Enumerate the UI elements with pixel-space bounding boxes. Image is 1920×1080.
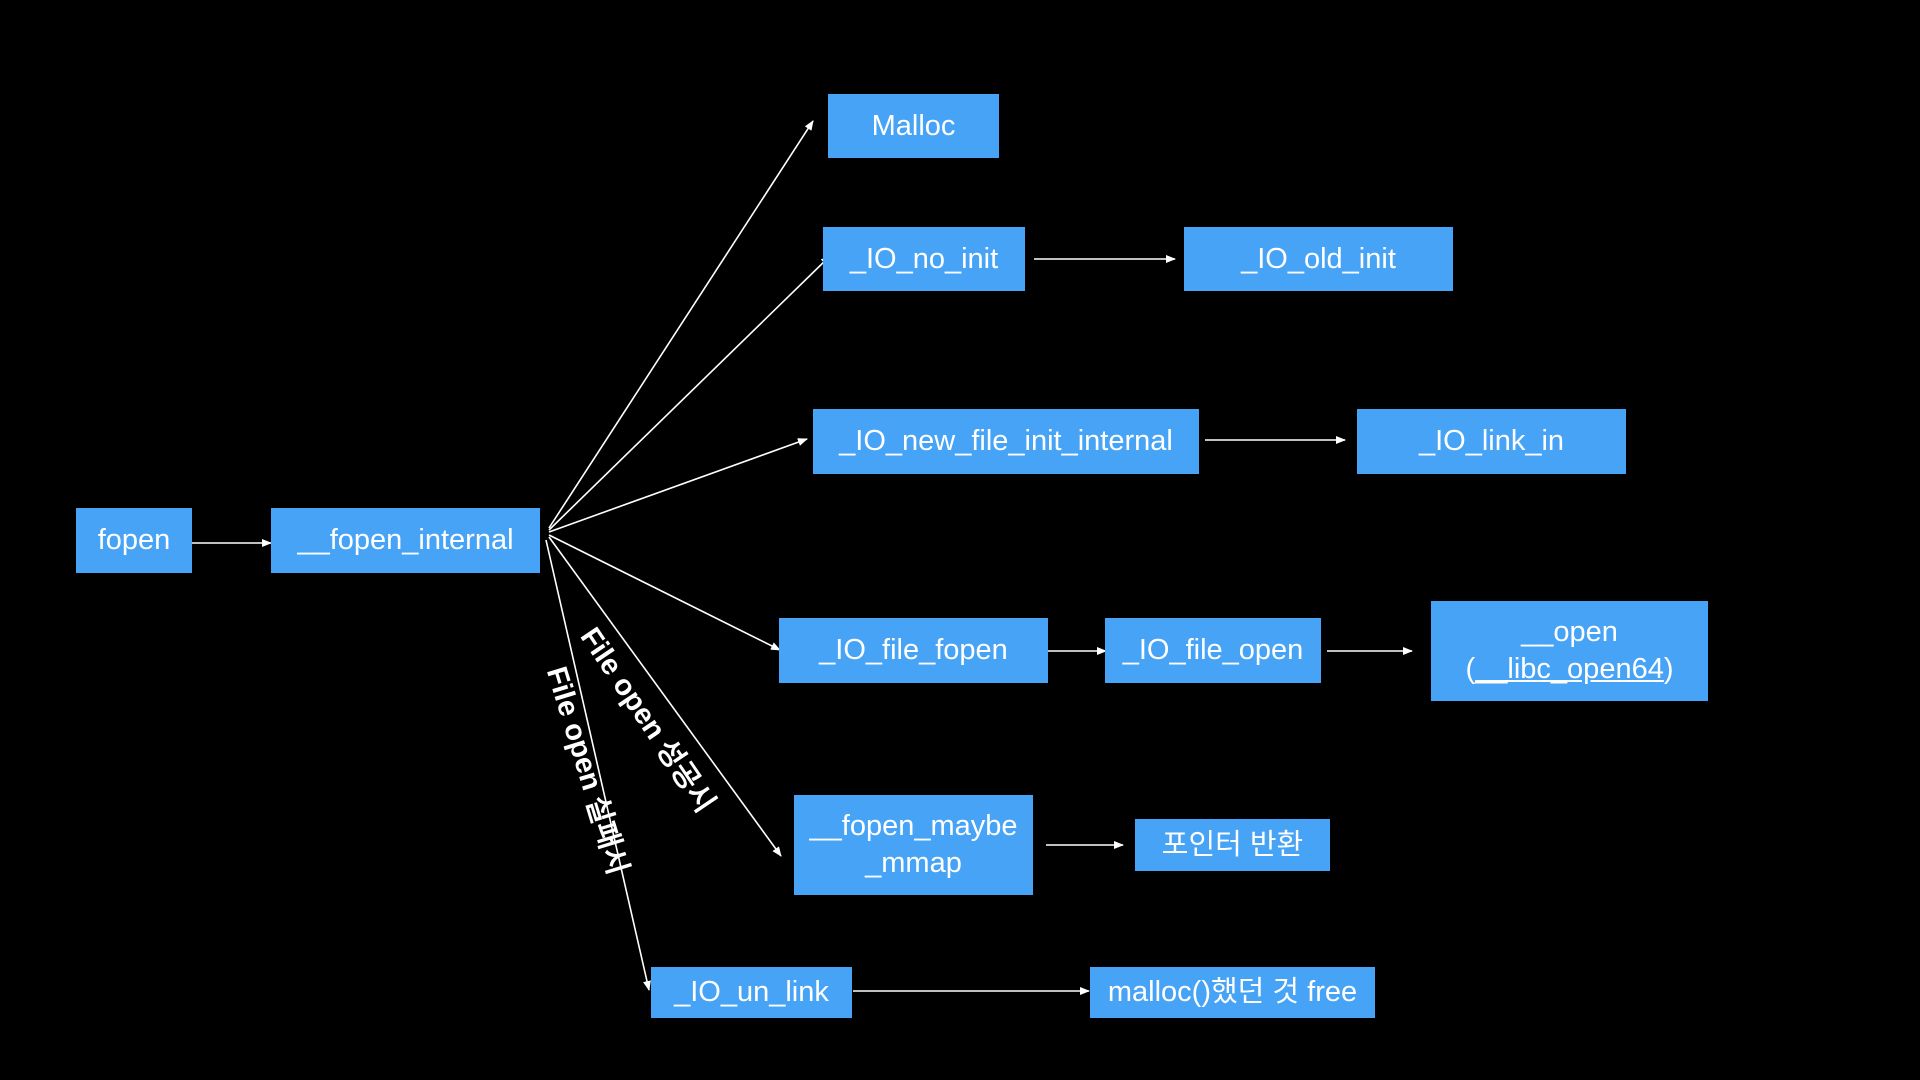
node-io-un-link-label: _IO_un_link — [674, 976, 829, 1008]
edge-fopen-internal-to-io-un-link — [545, 539, 651, 991]
node-return-pointer: 포인터 반환 — [1135, 819, 1330, 871]
edge-fopen-internal-to-io-new-file-init-internal — [548, 438, 808, 533]
node-io-old-init: _IO_old_init — [1184, 227, 1453, 291]
node-open-paren-open: ( — [1465, 653, 1476, 685]
node-malloc-free: malloc()했던 것 free — [1090, 967, 1375, 1018]
node-io-no-init: _IO_no_init — [823, 227, 1025, 291]
node-io-file-fopen-label: _IO_file_fopen — [819, 634, 1008, 666]
node-io-link-in-label: _IO_link_in — [1418, 425, 1565, 457]
node-io-file-open-label: _IO_file_open — [1122, 634, 1304, 666]
node-fopen: fopen — [76, 508, 192, 573]
node-io-old-init-label: _IO_old_init — [1241, 242, 1396, 275]
node-malloc-free-label: malloc()했던 것 free — [1107, 976, 1358, 1008]
node-io-no-init-label: _IO_no_init — [849, 242, 999, 275]
node-open-line1: __open — [1521, 616, 1618, 648]
node-io-new-file-init-internal: _IO_new_file_init_internal — [813, 409, 1199, 474]
node-fopen-internal-label: __fopen_internal — [297, 524, 514, 556]
node-fopen-internal: __fopen_internal — [271, 508, 540, 573]
node-io-file-fopen: _IO_file_fopen — [779, 618, 1048, 683]
edge-fopen-internal-to-io-file-fopen — [548, 534, 781, 651]
node-malloc: Malloc — [828, 94, 999, 158]
node-io-link-in: _IO_link_in — [1357, 409, 1626, 474]
node-fopen-maybe-mmap-line1: __fopen_maybe — [809, 810, 1018, 842]
edge-fopen-internal-to-fopen-maybe-mmap — [548, 536, 782, 857]
node-open: __open (__libc_open64) — [1431, 601, 1708, 701]
node-io-new-file-init-internal-label: _IO_new_file_init_internal — [839, 425, 1173, 457]
node-return-pointer-label: 포인터 반환 — [1161, 828, 1304, 861]
node-open-line2: (__libc_open64) — [1465, 651, 1673, 688]
node-open-paren-close: ) — [1663, 653, 1674, 685]
node-fopen-maybe-mmap: __fopen_maybe _mmap — [794, 795, 1033, 895]
node-fopen-maybe-mmap-line2: _mmap — [865, 847, 962, 879]
node-malloc-label: Malloc — [871, 109, 956, 142]
edge-fopen-internal-to-malloc — [548, 120, 814, 529]
node-io-file-open: _IO_file_open — [1105, 618, 1321, 683]
node-fopen-label: fopen — [97, 524, 171, 556]
edge-fopen-internal-to-io-no-init — [548, 255, 831, 531]
node-io-un-link: _IO_un_link — [651, 967, 852, 1018]
node-open-libc-link[interactable]: __libc_open64 — [1475, 653, 1664, 685]
